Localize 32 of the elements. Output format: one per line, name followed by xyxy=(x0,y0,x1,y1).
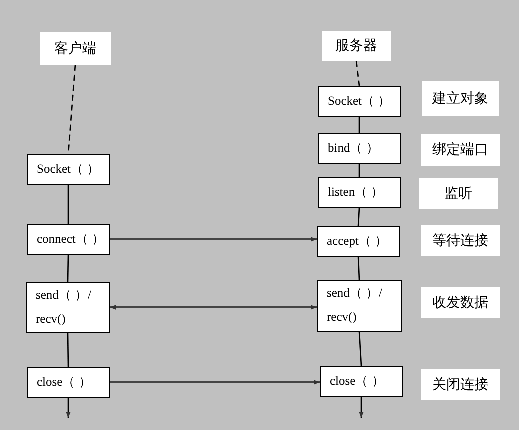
connector-line xyxy=(67,254,70,282)
description-box: 绑定端口 xyxy=(421,134,500,166)
connector-line xyxy=(68,185,70,224)
function-box: close（ ） xyxy=(27,367,110,398)
arrow xyxy=(66,398,71,418)
description-box: 关闭连接 xyxy=(421,369,500,400)
function-box: accept（ ） xyxy=(317,226,400,257)
arrow xyxy=(110,237,317,242)
connector-line xyxy=(67,333,70,367)
dashed-line xyxy=(356,60,360,86)
function-box: listen（ ） xyxy=(318,177,401,208)
connector-line xyxy=(358,256,360,280)
connector-line xyxy=(358,164,360,177)
connector-line xyxy=(358,208,360,226)
function-box: send（ ）/ recv() xyxy=(317,280,402,332)
function-box: send（ ）/ recv() xyxy=(26,282,110,333)
function-box: connect（ ） xyxy=(27,224,110,255)
title-box: 服务器 xyxy=(322,31,391,61)
function-box: bind（ ） xyxy=(318,133,401,164)
description-box: 收发数据 xyxy=(421,287,500,318)
arrow xyxy=(110,305,317,310)
title-box: 客户端 xyxy=(40,32,111,65)
description-box: 等待连接 xyxy=(421,225,500,256)
function-box: Socket（ ） xyxy=(318,86,401,117)
arrow xyxy=(359,397,364,418)
function-box: close（ ） xyxy=(320,366,403,397)
connector-line xyxy=(358,332,362,366)
arrow xyxy=(110,380,320,385)
description-box: 建立对象 xyxy=(422,81,499,116)
function-box: Socket（ ） xyxy=(27,154,110,185)
connector-line xyxy=(358,117,360,133)
description-box: 监听 xyxy=(419,178,498,209)
